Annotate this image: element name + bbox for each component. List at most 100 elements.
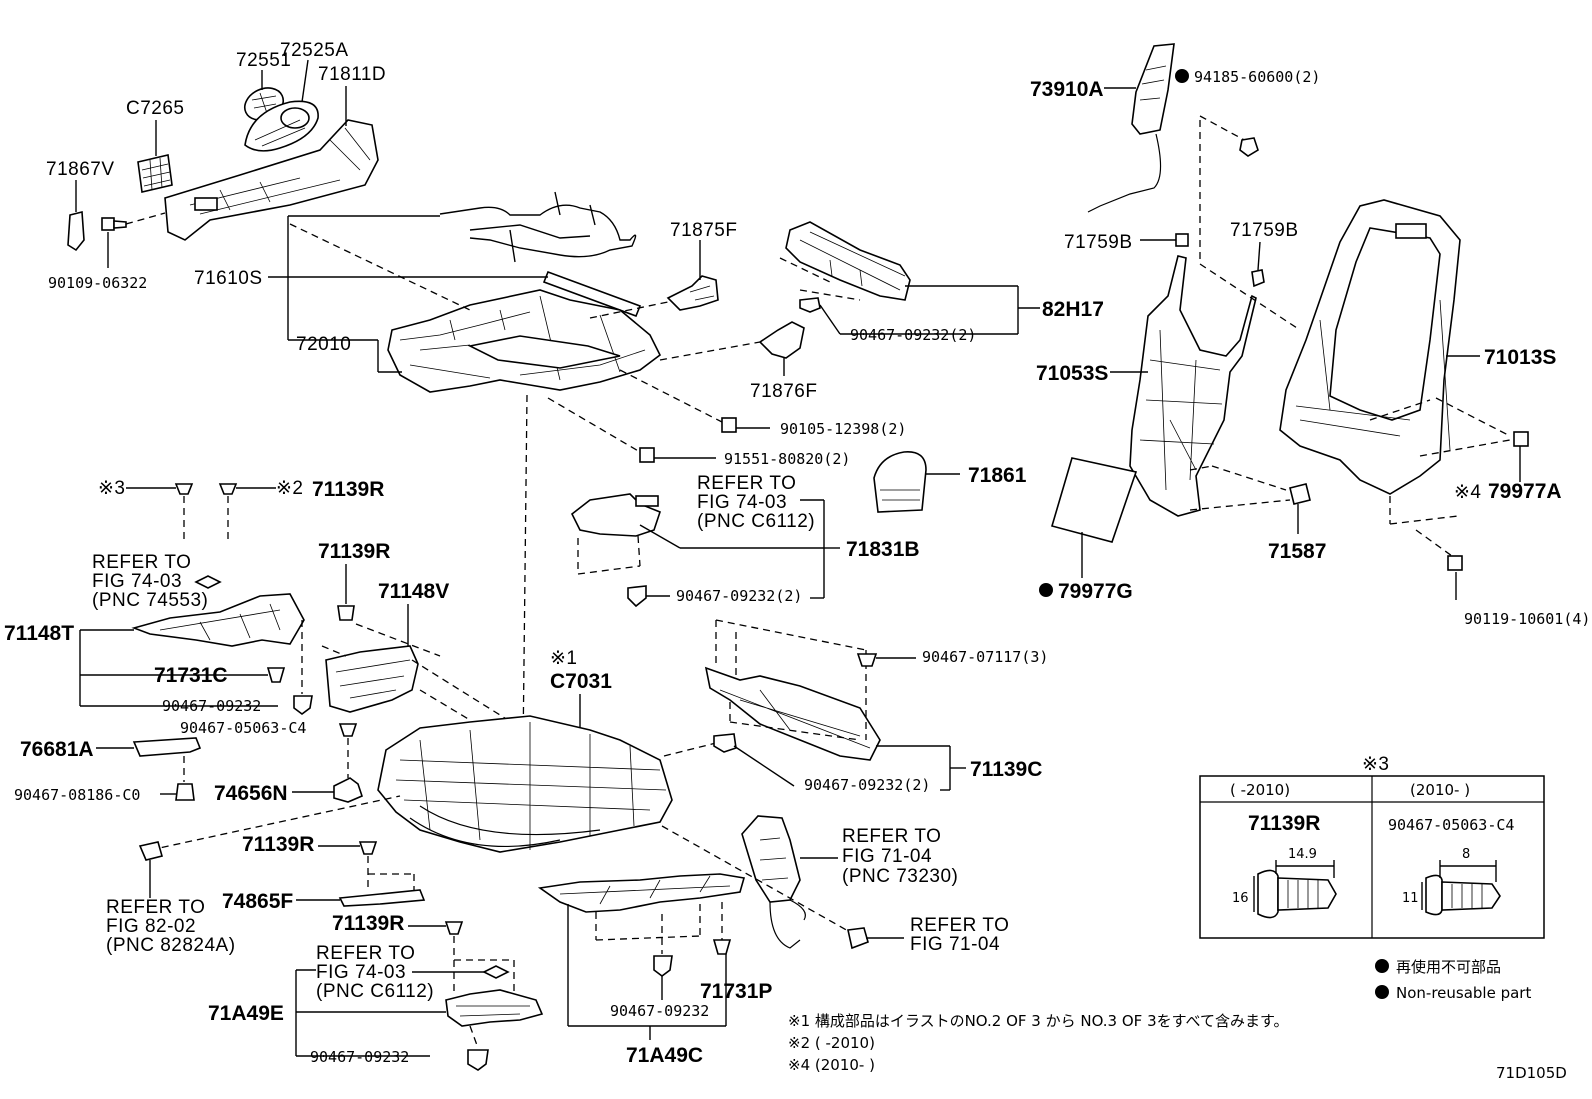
bracket-71148V bbox=[325, 645, 419, 713]
inset-table: ※3 ( -2010) (2010- ) 71139R 90467-05063-… bbox=[1199, 754, 1545, 939]
knob-72525A bbox=[244, 100, 319, 152]
label-74865F: 74865F bbox=[222, 890, 293, 913]
label-71013S: 71013S bbox=[1484, 346, 1556, 369]
label-71731P: 71731P bbox=[700, 980, 772, 1003]
label-79977A: 79977A bbox=[1488, 480, 1562, 503]
label-90467-09232-2c: 90467-09232(2) bbox=[804, 776, 930, 794]
refer-4-line3: (PNC 73230) bbox=[842, 866, 958, 887]
inset-col1-part: 71139R bbox=[1248, 812, 1320, 835]
label-C7265: C7265 bbox=[126, 98, 185, 119]
cover-71831B bbox=[570, 493, 661, 537]
label-plate-79977A bbox=[1513, 431, 1529, 447]
seat-frame-72010 bbox=[387, 289, 662, 393]
bracket-71876F bbox=[758, 321, 805, 359]
label-71831B: 71831B bbox=[846, 538, 920, 561]
refer-5-line2: FIG 71-04 bbox=[910, 934, 1000, 955]
refer-1-line1: REFER TO bbox=[92, 552, 191, 573]
label-72010: 72010 bbox=[296, 334, 351, 355]
mark-2: ※2 bbox=[276, 478, 304, 499]
label-71811D: 71811D bbox=[318, 64, 386, 85]
label-71139C: 71139C bbox=[970, 758, 1042, 781]
label-71587: 71587 bbox=[1268, 540, 1326, 563]
back-panel-71053S bbox=[1129, 255, 1257, 517]
refer-6-line1: REFER TO bbox=[316, 943, 415, 964]
refer-2-line1: REFER TO bbox=[697, 473, 796, 494]
figure-id: 71D105D bbox=[1496, 1064, 1567, 1082]
side-shield-71811D bbox=[164, 119, 379, 241]
strip-74865F bbox=[338, 889, 426, 907]
refer-2-line3: (PNC C6112) bbox=[697, 511, 815, 532]
label-82H17: 82H17 bbox=[1042, 298, 1104, 321]
label-71139R-c: 71139R bbox=[242, 833, 314, 856]
label-71875F: 71875F bbox=[670, 220, 737, 241]
label-90467-09232-d: 90467-09232 bbox=[310, 1048, 409, 1066]
label-71053S: 71053S bbox=[1036, 362, 1108, 385]
label-71861: 71861 bbox=[968, 464, 1027, 487]
label-74656N: 74656N bbox=[214, 782, 288, 805]
pin-71139R-c bbox=[358, 841, 378, 855]
handle-76681A bbox=[132, 737, 202, 757]
refer-1-line2: FIG 74-03 bbox=[92, 571, 182, 592]
nut-ref-71-04 bbox=[847, 927, 869, 950]
label-79977G: 79977G bbox=[1058, 580, 1133, 603]
clip-90467-09232-b bbox=[627, 585, 647, 608]
pin-90467-07117 bbox=[856, 653, 878, 667]
cushion-frame-C7031 bbox=[377, 715, 673, 853]
headrest-guide-73910A bbox=[1087, 43, 1175, 213]
buckle-ref-73230 bbox=[741, 815, 806, 949]
refer-3-line1: REFER TO bbox=[106, 897, 205, 918]
pin-71139R-d bbox=[444, 921, 464, 935]
label-71148V: 71148V bbox=[378, 580, 449, 603]
label-73910A: 73910A bbox=[1030, 78, 1104, 101]
label-71610S: 71610S bbox=[194, 268, 263, 289]
pad-71861 bbox=[873, 451, 927, 513]
bracket-71A49E bbox=[445, 989, 544, 1027]
cap-71759B-b bbox=[1251, 269, 1265, 288]
label-71139R-b: 71139R bbox=[318, 540, 390, 563]
clip-drawing-90467-05063-C4: 8 11 bbox=[1402, 847, 1501, 916]
pin-90467-05063-C4 bbox=[338, 723, 358, 737]
inset-col2-part: 90467-05063-C4 bbox=[1388, 816, 1514, 834]
inset-col2-header: (2010- ) bbox=[1410, 781, 1470, 799]
label-72551: 72551 bbox=[236, 50, 291, 71]
connector-ref-82824A bbox=[138, 841, 163, 861]
label-90105-12398: 90105-12398(2) bbox=[780, 420, 906, 438]
cover-71139C bbox=[704, 666, 881, 761]
refer-6-line2: FIG 74-03 bbox=[316, 962, 406, 983]
clip-90467-09232-c bbox=[293, 695, 313, 715]
label-71139R-a: 71139R bbox=[312, 478, 384, 501]
legend-en: Non-reusable part bbox=[1396, 984, 1531, 1002]
rod-71610S bbox=[542, 270, 642, 318]
clip-90467-09232-a bbox=[799, 297, 821, 313]
refer-3-line3: (PNC 82824A) bbox=[106, 935, 236, 956]
label-C7031: C7031 bbox=[550, 670, 612, 693]
note-1: ※1 構成部品はイラストのNO.2 OF 3 から NO.3 OF 3をすべて含… bbox=[788, 1012, 1288, 1030]
label-90119-10601: 90119-10601(4) bbox=[1464, 610, 1590, 628]
inset-mark: ※3 bbox=[1362, 754, 1390, 775]
nut-94185-60600 bbox=[1239, 137, 1259, 157]
note-2: ※2 ( -2010) bbox=[788, 1034, 875, 1052]
clip-drawing-71139R: 14.9 16 bbox=[1232, 847, 1337, 919]
trim-71148T bbox=[131, 593, 305, 647]
label-76681A: 76681A bbox=[20, 738, 94, 761]
label-90467-08186-C0: 90467-08186-C0 bbox=[14, 786, 140, 804]
inset-col2-height: 11 bbox=[1402, 891, 1419, 906]
wire-harness-71610S bbox=[439, 191, 637, 263]
label-71876F: 71876F bbox=[750, 381, 817, 402]
legend: 再使用不可部品 Non-reusable part bbox=[1375, 958, 1531, 1002]
refer-4-line2: FIG 71-04 bbox=[842, 846, 932, 867]
refer-6-line3: (PNC C6112) bbox=[316, 981, 434, 1002]
bolt-90109-06322 bbox=[101, 217, 127, 231]
clip-90467-09232-2c bbox=[713, 733, 737, 753]
bracket-71867V bbox=[67, 210, 85, 252]
clip-C7265 bbox=[137, 154, 173, 193]
label-94185-60600: 94185-60600(2) bbox=[1194, 68, 1320, 86]
label-90467-05063-C4: 90467-05063-C4 bbox=[180, 719, 306, 737]
bolt-90119-10601 bbox=[1447, 555, 1463, 571]
note-4: ※4 (2010- ) bbox=[788, 1056, 875, 1074]
label-90467-09232-e: 90467-09232 bbox=[610, 1002, 709, 1020]
label-71759B-b: 71759B bbox=[1230, 220, 1299, 241]
clip-90467-09232-d bbox=[467, 1049, 489, 1071]
inset-col1-height: 16 bbox=[1232, 891, 1249, 906]
